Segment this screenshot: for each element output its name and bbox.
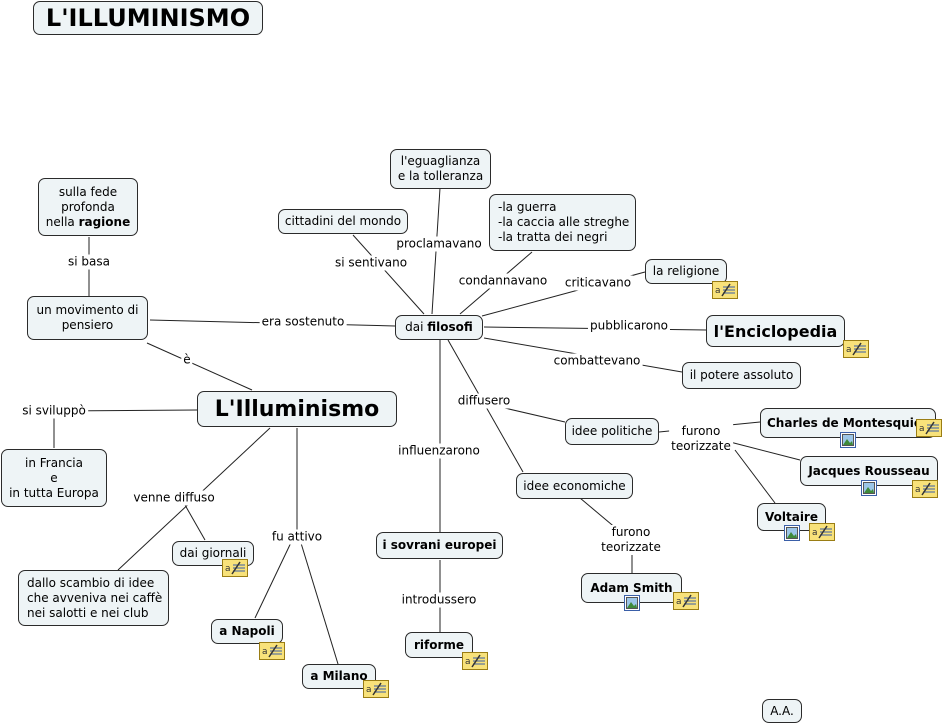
label-furono-teorizzate-economiche: furono teorizzate: [599, 525, 663, 555]
notes-icon[interactable]: a: [259, 642, 285, 660]
label-introdussero: introdussero: [399, 592, 479, 608]
node-riforme[interactable]: riforme: [405, 632, 473, 658]
node-potere-assoluto[interactable]: il potere assoluto: [682, 362, 801, 389]
node-idee-politiche[interactable]: idee politiche: [565, 418, 659, 445]
label-era-sostenuto: era sostenuto: [259, 314, 347, 330]
notes-icon[interactable]: a: [912, 480, 938, 498]
node-sovrani[interactable]: i sovrani europei: [376, 532, 503, 559]
notes-icon[interactable]: a: [843, 340, 869, 358]
node-guerra[interactable]: -la guerra -la caccia alle streghe -la t…: [489, 194, 636, 251]
label-proclamavano: proclamavano: [394, 236, 484, 252]
label-influenzarono: influenzarono: [396, 443, 482, 459]
node-montesquieu[interactable]: Charles de Montesquieu: [760, 408, 936, 438]
svg-text:a: a: [225, 564, 231, 574]
central-topic[interactable]: L'Illuminismo: [197, 391, 397, 427]
svg-text:a: a: [812, 528, 818, 538]
node-movimento[interactable]: un movimento di pensiero: [27, 296, 148, 340]
node-religione[interactable]: la religione: [645, 259, 727, 284]
picture-icon[interactable]: [861, 480, 877, 496]
node-cittadini[interactable]: cittadini del mondo: [278, 209, 408, 234]
label-fu-attivo: fu attivo: [269, 529, 325, 545]
notes-icon[interactable]: a: [363, 680, 389, 698]
node-milano[interactable]: a Milano: [302, 664, 376, 689]
node-filosofi[interactable]: dai filosofi: [395, 315, 483, 340]
svg-text:a: a: [366, 685, 372, 695]
node-adam-smith[interactable]: Adam Smith: [581, 573, 682, 603]
notes-icon[interactable]: a: [712, 281, 738, 299]
svg-text:a: a: [262, 647, 268, 657]
node-idee-economiche[interactable]: idee economiche: [516, 473, 633, 499]
page-title[interactable]: L'ILLUMINISMO: [33, 1, 263, 35]
node-eguaglianza[interactable]: l'eguaglianza e la tolleranza: [390, 149, 491, 189]
label-si-sviluppo: si sviluppò: [20, 403, 88, 419]
notes-icon[interactable]: a: [809, 523, 835, 541]
label-e: è: [181, 352, 193, 368]
node-filosofi-text: dai filosofi: [405, 320, 473, 334]
notes-icon[interactable]: a: [462, 652, 488, 670]
label-si-sentivano: si sentivano: [332, 255, 410, 271]
svg-text:a: a: [465, 657, 471, 667]
label-combattevano: combattevano: [551, 353, 643, 369]
node-scambio-idee[interactable]: dallo scambio di idee che avveniva nei c…: [18, 570, 169, 626]
notes-icon[interactable]: a: [916, 419, 942, 437]
picture-icon[interactable]: [624, 595, 640, 611]
node-giornali[interactable]: dai giornali: [172, 541, 254, 566]
label-si-basa: si basa: [66, 254, 112, 270]
picture-icon[interactable]: [784, 525, 800, 541]
notes-icon[interactable]: a: [673, 592, 699, 610]
label-criticavano: criticavano: [562, 275, 634, 291]
label-pubblicarono: pubblicarono: [587, 318, 671, 334]
node-enciclopedia[interactable]: l'Enciclopedia: [706, 315, 845, 347]
svg-text:a: a: [846, 345, 852, 355]
picture-icon[interactable]: [840, 432, 856, 448]
node-napoli[interactable]: a Napoli: [211, 619, 283, 644]
label-condannavano: condannavano: [456, 273, 550, 289]
label-diffusero: diffusero: [455, 393, 513, 409]
label-venne-diffuso: venne diffuso: [131, 490, 217, 506]
svg-text:a: a: [919, 424, 925, 434]
node-francia-europa[interactable]: in Francia e in tutta Europa: [1, 449, 107, 507]
svg-text:a: a: [915, 485, 921, 495]
svg-text:a: a: [715, 286, 721, 296]
label-furono-teorizzate-politiche: furono teorizzate: [669, 424, 733, 454]
author-initials[interactable]: A.A.: [762, 699, 802, 723]
svg-text:a: a: [676, 597, 682, 607]
notes-icon[interactable]: a: [222, 559, 248, 577]
